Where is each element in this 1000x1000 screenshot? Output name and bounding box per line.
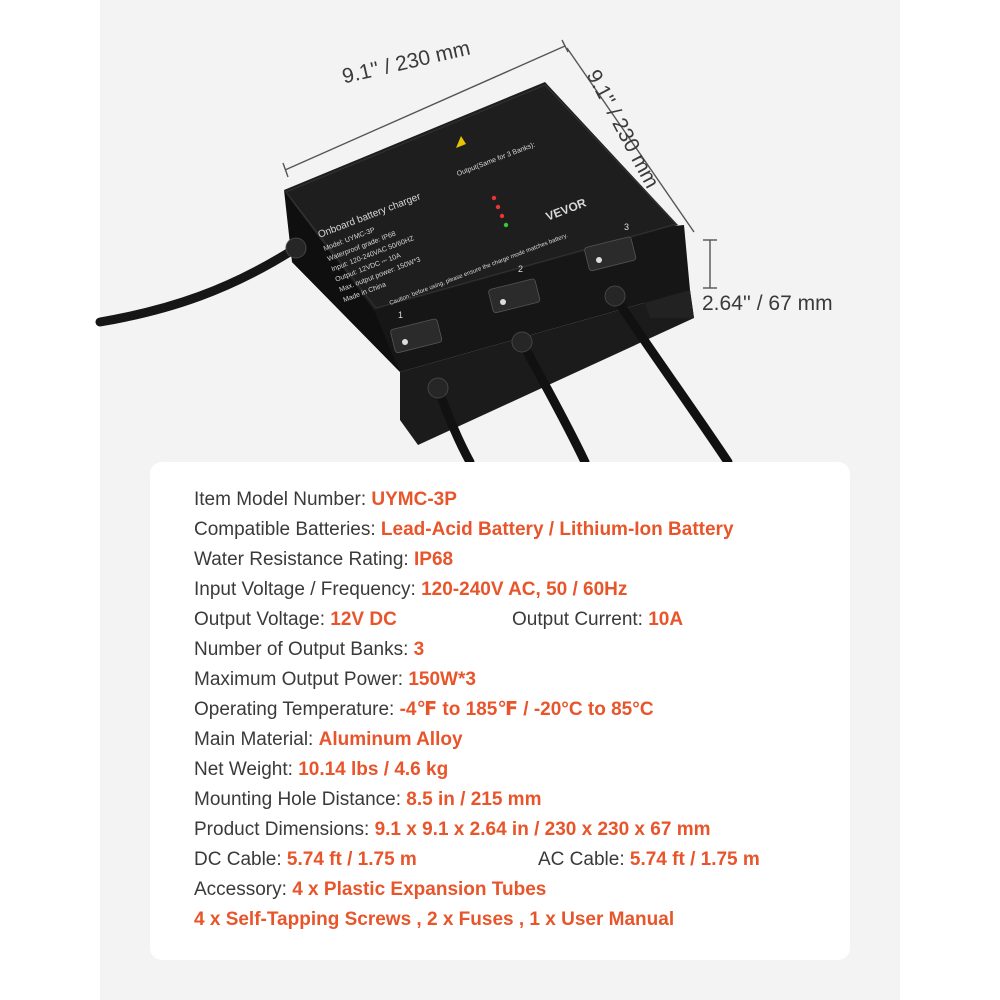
- product-illustration: Onboard battery charger Model: UYMC-3P W…: [95, 39, 733, 467]
- spec-accessory: Accessory: 4 x Plastic Expansion Tubes: [194, 879, 547, 900]
- charger-top-face: [284, 82, 678, 310]
- mounting-flange: [400, 290, 694, 445]
- spec-mounting-hole: Mounting Hole Distance: 8.5 in / 215 mm: [194, 789, 542, 810]
- spec-water-rating: Water Resistance Rating: IP68: [194, 549, 454, 570]
- spec-material: Main Material: Aluminum Alloy: [194, 729, 463, 750]
- spec-dc-cable: DC Cable: 5.74 ft / 1.75 m: [194, 849, 417, 870]
- cable-glands: [285, 237, 626, 399]
- spec-temperature: Operating Temperature: -4℉ to 185℉ / -20…: [194, 699, 654, 720]
- spec-card: Item Model Number: UYMC-3P Compatible Ba…: [150, 462, 850, 960]
- ac-cable: [95, 243, 301, 327]
- spec-accessory-continued: 4 x Self-Tapping Screws , 2 x Fuses , 1 …: [194, 909, 675, 930]
- bank-label-2: 2: [518, 264, 523, 274]
- spec-input: Input Voltage / Frequency: 120-240V AC, …: [194, 579, 628, 600]
- spec-dimensions: Product Dimensions: 9.1 x 9.1 x 2.64 in …: [194, 819, 711, 840]
- dc-cables: [435, 295, 733, 467]
- dimension-lines: [282, 39, 717, 289]
- spec-max-power: Maximum Output Power: 150W*3: [194, 669, 476, 690]
- spec-batteries: Compatible Batteries: Lead-Acid Battery …: [194, 519, 734, 540]
- spec-weight: Net Weight: 10.14 lbs / 4.6 kg: [194, 759, 449, 780]
- spec-ac-cable: AC Cable: 5.74 ft / 1.75 m: [538, 849, 760, 870]
- warning-icon: [456, 136, 466, 148]
- status-leds: [491, 195, 509, 228]
- spec-output-current: Output Current: 10A: [512, 609, 684, 630]
- height-dimension-label: 2.64'' / 67 mm: [702, 292, 833, 315]
- charger-side: [284, 190, 400, 372]
- spec-model: Item Model Number: UYMC-3P: [194, 489, 457, 510]
- bank-label-1: 1: [398, 310, 403, 320]
- spec-banks: Number of Output Banks: 3: [194, 639, 425, 660]
- spec-output-voltage: Output Voltage: 12V DC: [194, 609, 397, 630]
- bank-label-3: 3: [624, 222, 629, 232]
